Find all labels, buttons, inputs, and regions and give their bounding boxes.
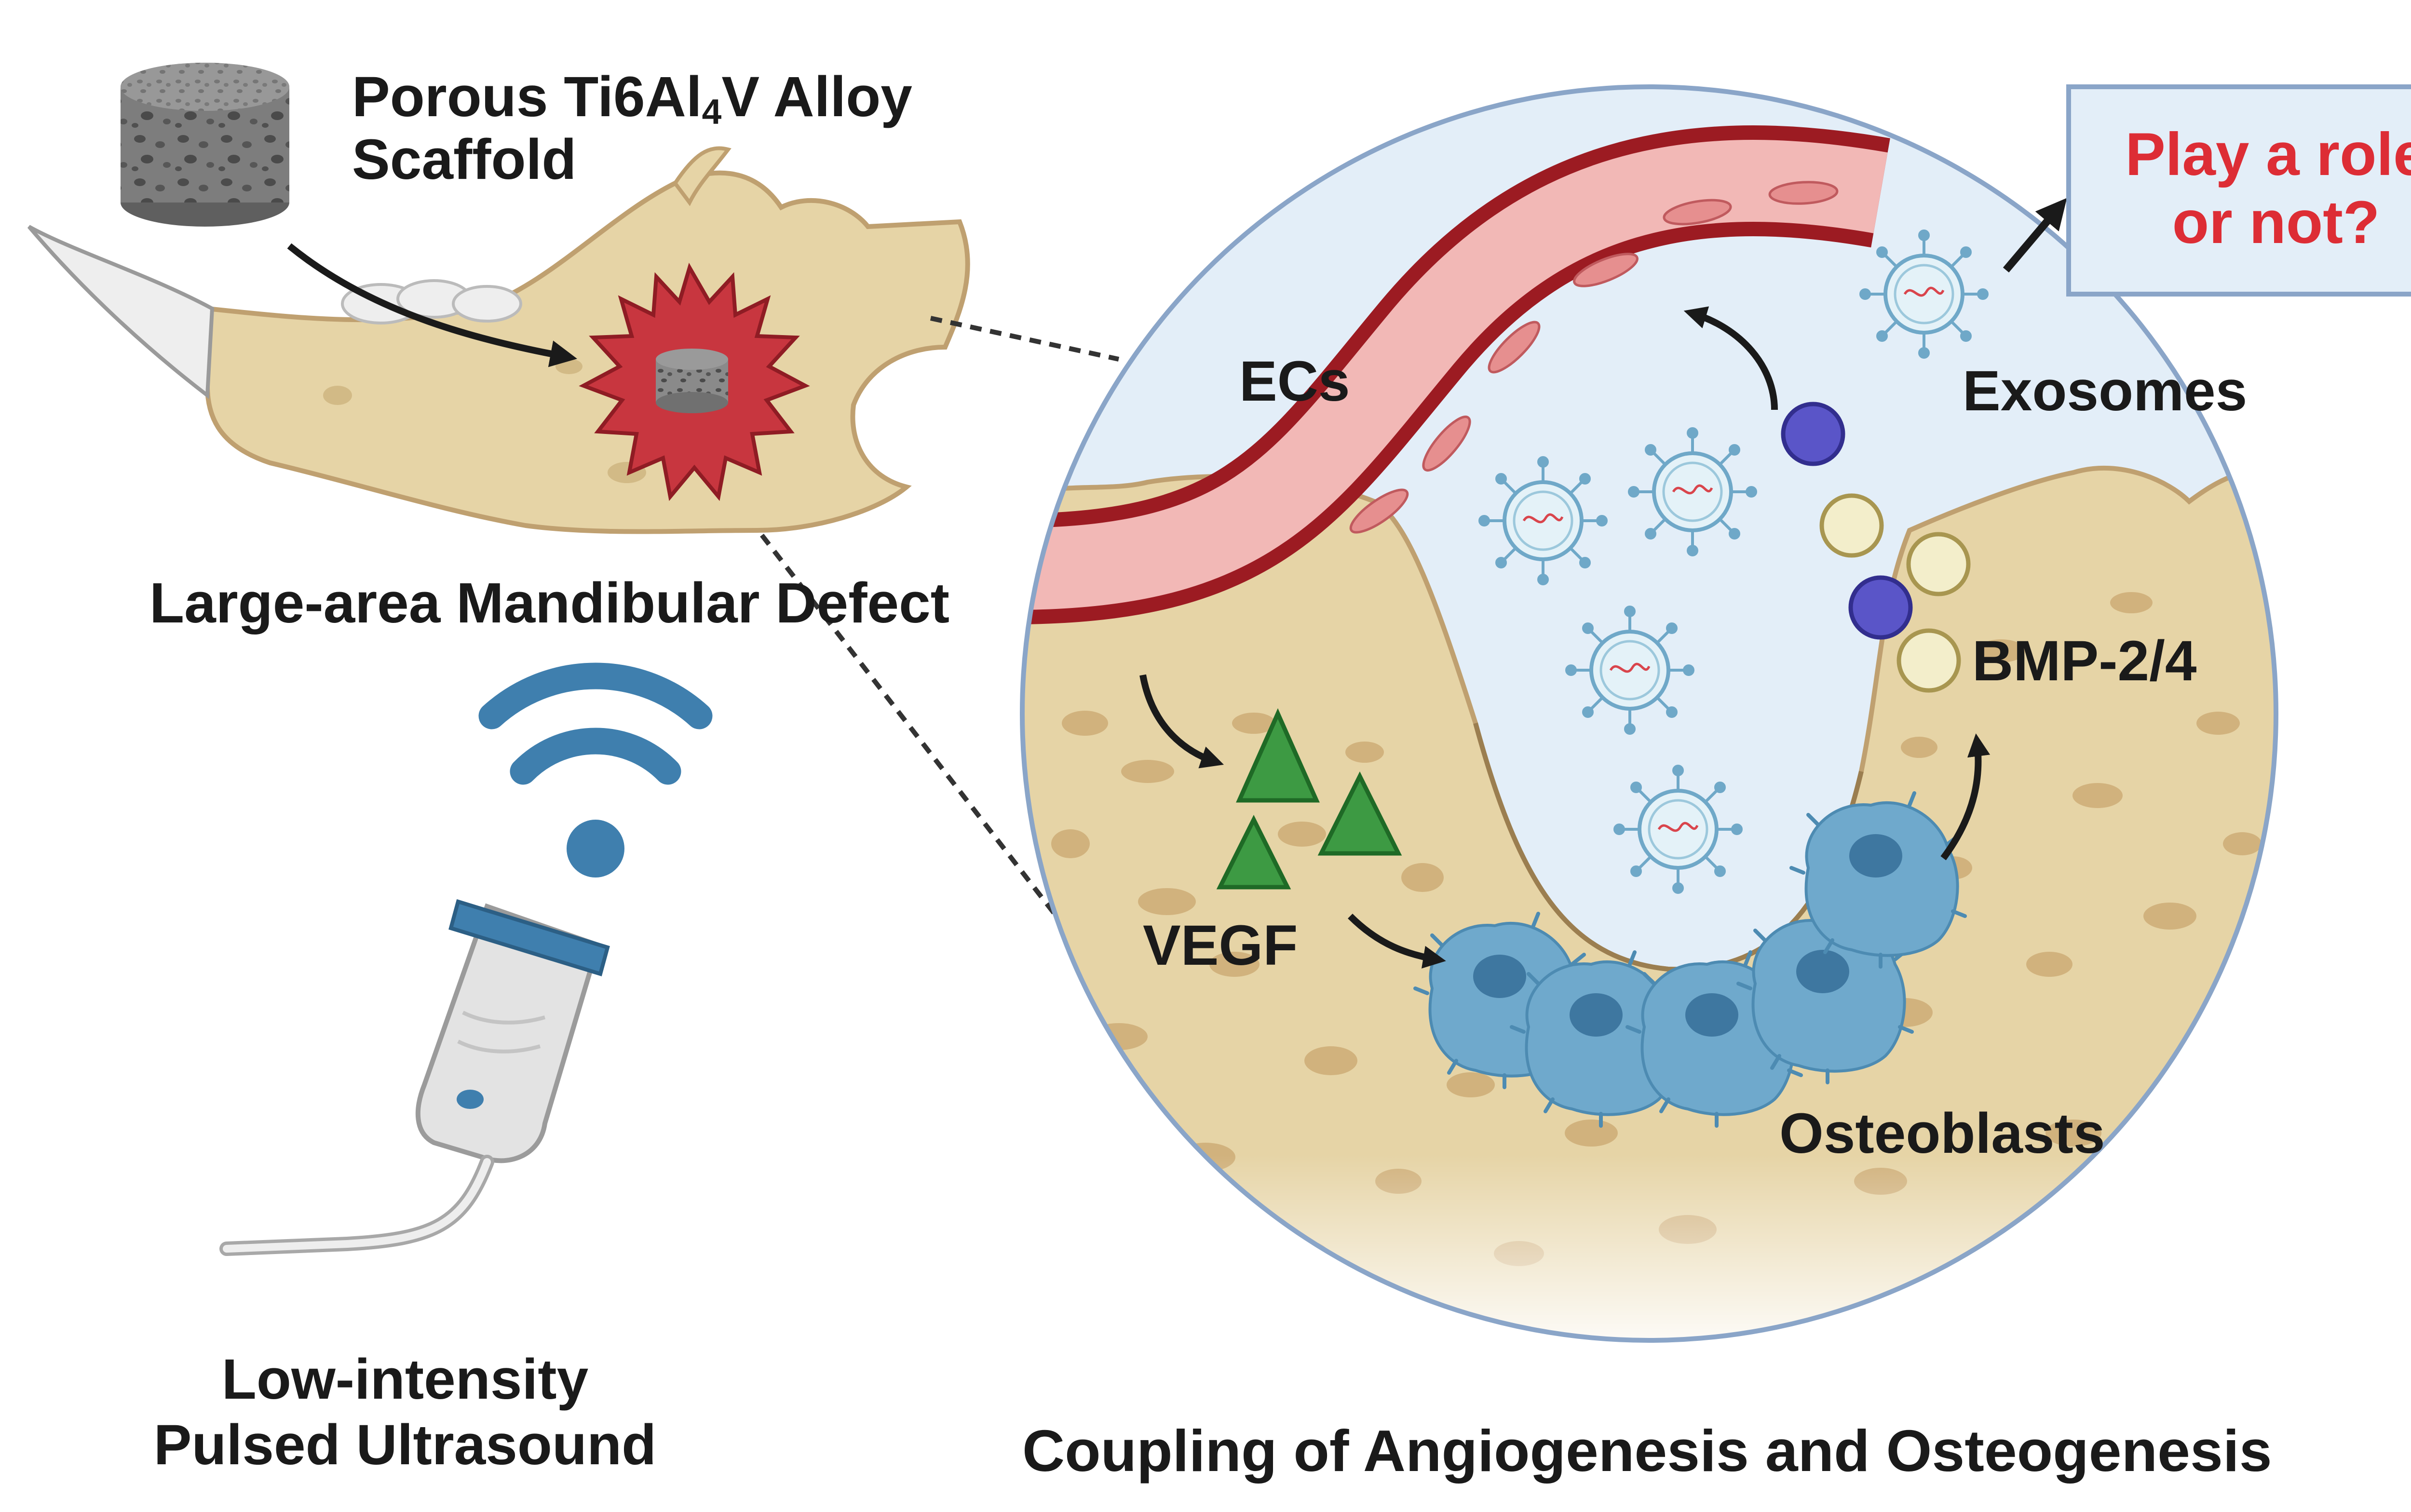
mandible	[205, 146, 970, 534]
scaffold-title-line2: Scaffold	[352, 127, 577, 191]
exosome-4	[1567, 607, 1693, 733]
exosome-5	[1615, 766, 1741, 892]
question-box	[2066, 84, 2411, 297]
mandible-defect-label: Large-area Mandibular Defect	[149, 571, 950, 635]
exosome-2	[1629, 429, 1756, 555]
arrow-bmp-to-vessel	[1683, 306, 1778, 410]
osteoblasts-label: Osteoblasts	[1779, 1102, 2105, 1165]
ecs-label: ECs	[1239, 350, 1350, 413]
arrow-vessel-to-vegf	[1139, 674, 1224, 769]
scaffold-title-line1: Porous Ti6Al4V Alloy	[352, 65, 912, 132]
scaffold-implant-small	[656, 349, 728, 413]
question-text: Play a role or not?	[2071, 123, 2411, 255]
ultrasound-probe	[219, 899, 610, 1256]
bmp-particles	[1781, 402, 1971, 693]
exosome-1	[1861, 231, 1987, 357]
scaffold-title: Porous Ti6Al4V Alloy Scaffold	[352, 65, 912, 191]
question-line1: Play a role	[2125, 121, 2411, 188]
question-line2: or not?	[2172, 189, 2380, 256]
ultrasound-label-line1: Low-intensity	[221, 1348, 589, 1411]
scaffold-arrow	[287, 243, 578, 367]
arrow-osteoblasts-to-bmp	[1940, 733, 1991, 861]
ultrasound-label: Low-intensity Pulsed Ultrasound	[111, 1350, 699, 1475]
bmp-label: BMP-2/4	[1972, 629, 2197, 693]
vegf-label: VEGF	[1143, 914, 1298, 977]
porous-scaffold-cylinder	[121, 63, 289, 227]
connector-top	[930, 316, 1120, 362]
exosome-3	[1480, 458, 1606, 584]
incisor	[27, 225, 215, 399]
arrow-vegf-to-osteoblasts	[1348, 914, 1446, 969]
vegf-triangles	[1216, 708, 1402, 890]
bottom-caption: Coupling of Angiogenesis and Osteogenesi…	[1022, 1418, 2272, 1484]
ultrasound-label-line2: Pulsed Ultrasound	[153, 1413, 657, 1477]
arrow-exosome-to-question	[2003, 198, 2067, 273]
exosomes-label: Exosomes	[1963, 359, 2248, 423]
wifi-signal-icon	[478, 662, 713, 878]
connector-bottom	[760, 533, 1092, 961]
